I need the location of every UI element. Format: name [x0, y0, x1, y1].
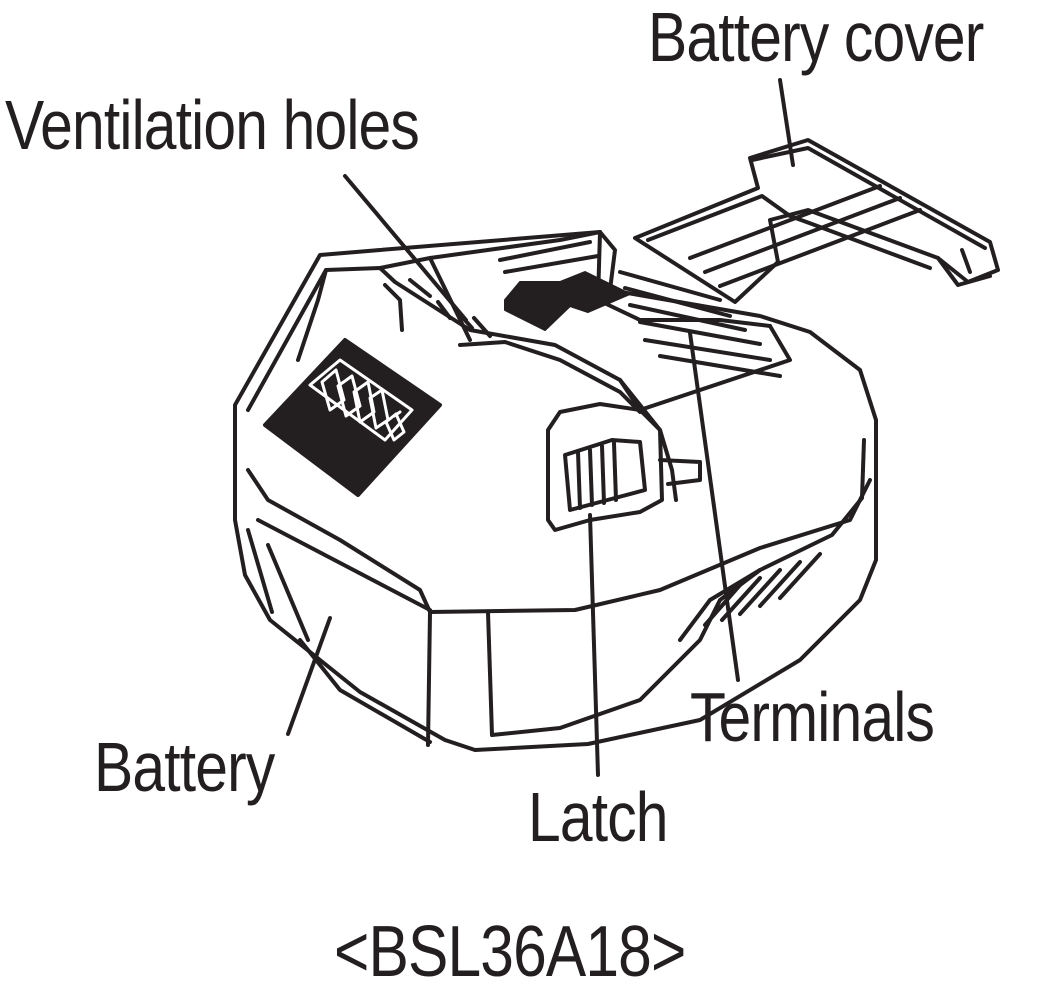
latch-part	[546, 402, 664, 532]
leader-lines	[286, 78, 795, 777]
leader-ventilation-holes	[343, 174, 468, 322]
label-terminals: Terminals	[690, 678, 935, 756]
leader-battery-cover	[778, 78, 795, 167]
leader-terminals	[688, 331, 740, 682]
label-latch: Latch	[528, 778, 668, 856]
label-battery: Battery	[94, 728, 275, 806]
leader-battery	[286, 616, 332, 736]
direction-arrow	[504, 271, 631, 331]
charge-indicator	[263, 338, 442, 497]
leader-latch	[588, 513, 600, 777]
label-battery-cover: Battery cover	[648, 0, 984, 76]
label-ventilation-holes: Ventilation holes	[5, 86, 420, 164]
battery-cover-part	[633, 138, 1000, 304]
model-caption: <BSL36A18>	[334, 912, 686, 992]
